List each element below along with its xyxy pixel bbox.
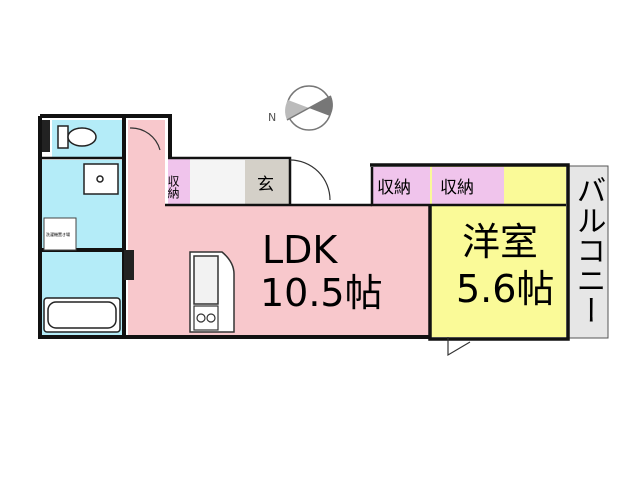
yoshitsu-room — [430, 205, 566, 337]
compass-icon — [285, 85, 333, 131]
washer-space — [43, 217, 77, 251]
ldk-name: LDK — [262, 228, 338, 272]
storage-small — [168, 158, 190, 206]
balcony-label: バルコニー — [571, 175, 606, 325]
balcony — [567, 165, 609, 339]
kitchen-sink-icon — [193, 305, 219, 331]
storage-right — [432, 167, 504, 205]
kitchen-counter — [189, 251, 235, 333]
doors — [129, 127, 471, 357]
walls — [38, 114, 570, 341]
wall-block — [124, 250, 134, 280]
storage-right-label: 収納 — [440, 178, 474, 198]
yoshitsu-size: 5.6帖 — [456, 267, 554, 311]
storage-left — [372, 167, 430, 205]
genkan — [245, 160, 289, 205]
compass-north-label: N — [268, 111, 276, 124]
bathtub-icon — [43, 297, 121, 333]
toilet-icon — [57, 125, 97, 149]
storage-small-label: 収納 — [166, 175, 180, 199]
ldk-size: 10.5帖 — [260, 271, 383, 315]
shoe-area — [190, 160, 245, 205]
genkan-label: 玄 — [257, 175, 274, 195]
washbasin-icon — [83, 163, 119, 195]
washer-label: 洗濯機置き場 — [46, 231, 70, 237]
storage-left-label: 収納 — [377, 178, 411, 198]
yoshitsu-name: 洋室 — [462, 220, 538, 264]
wall-block — [42, 120, 50, 152]
